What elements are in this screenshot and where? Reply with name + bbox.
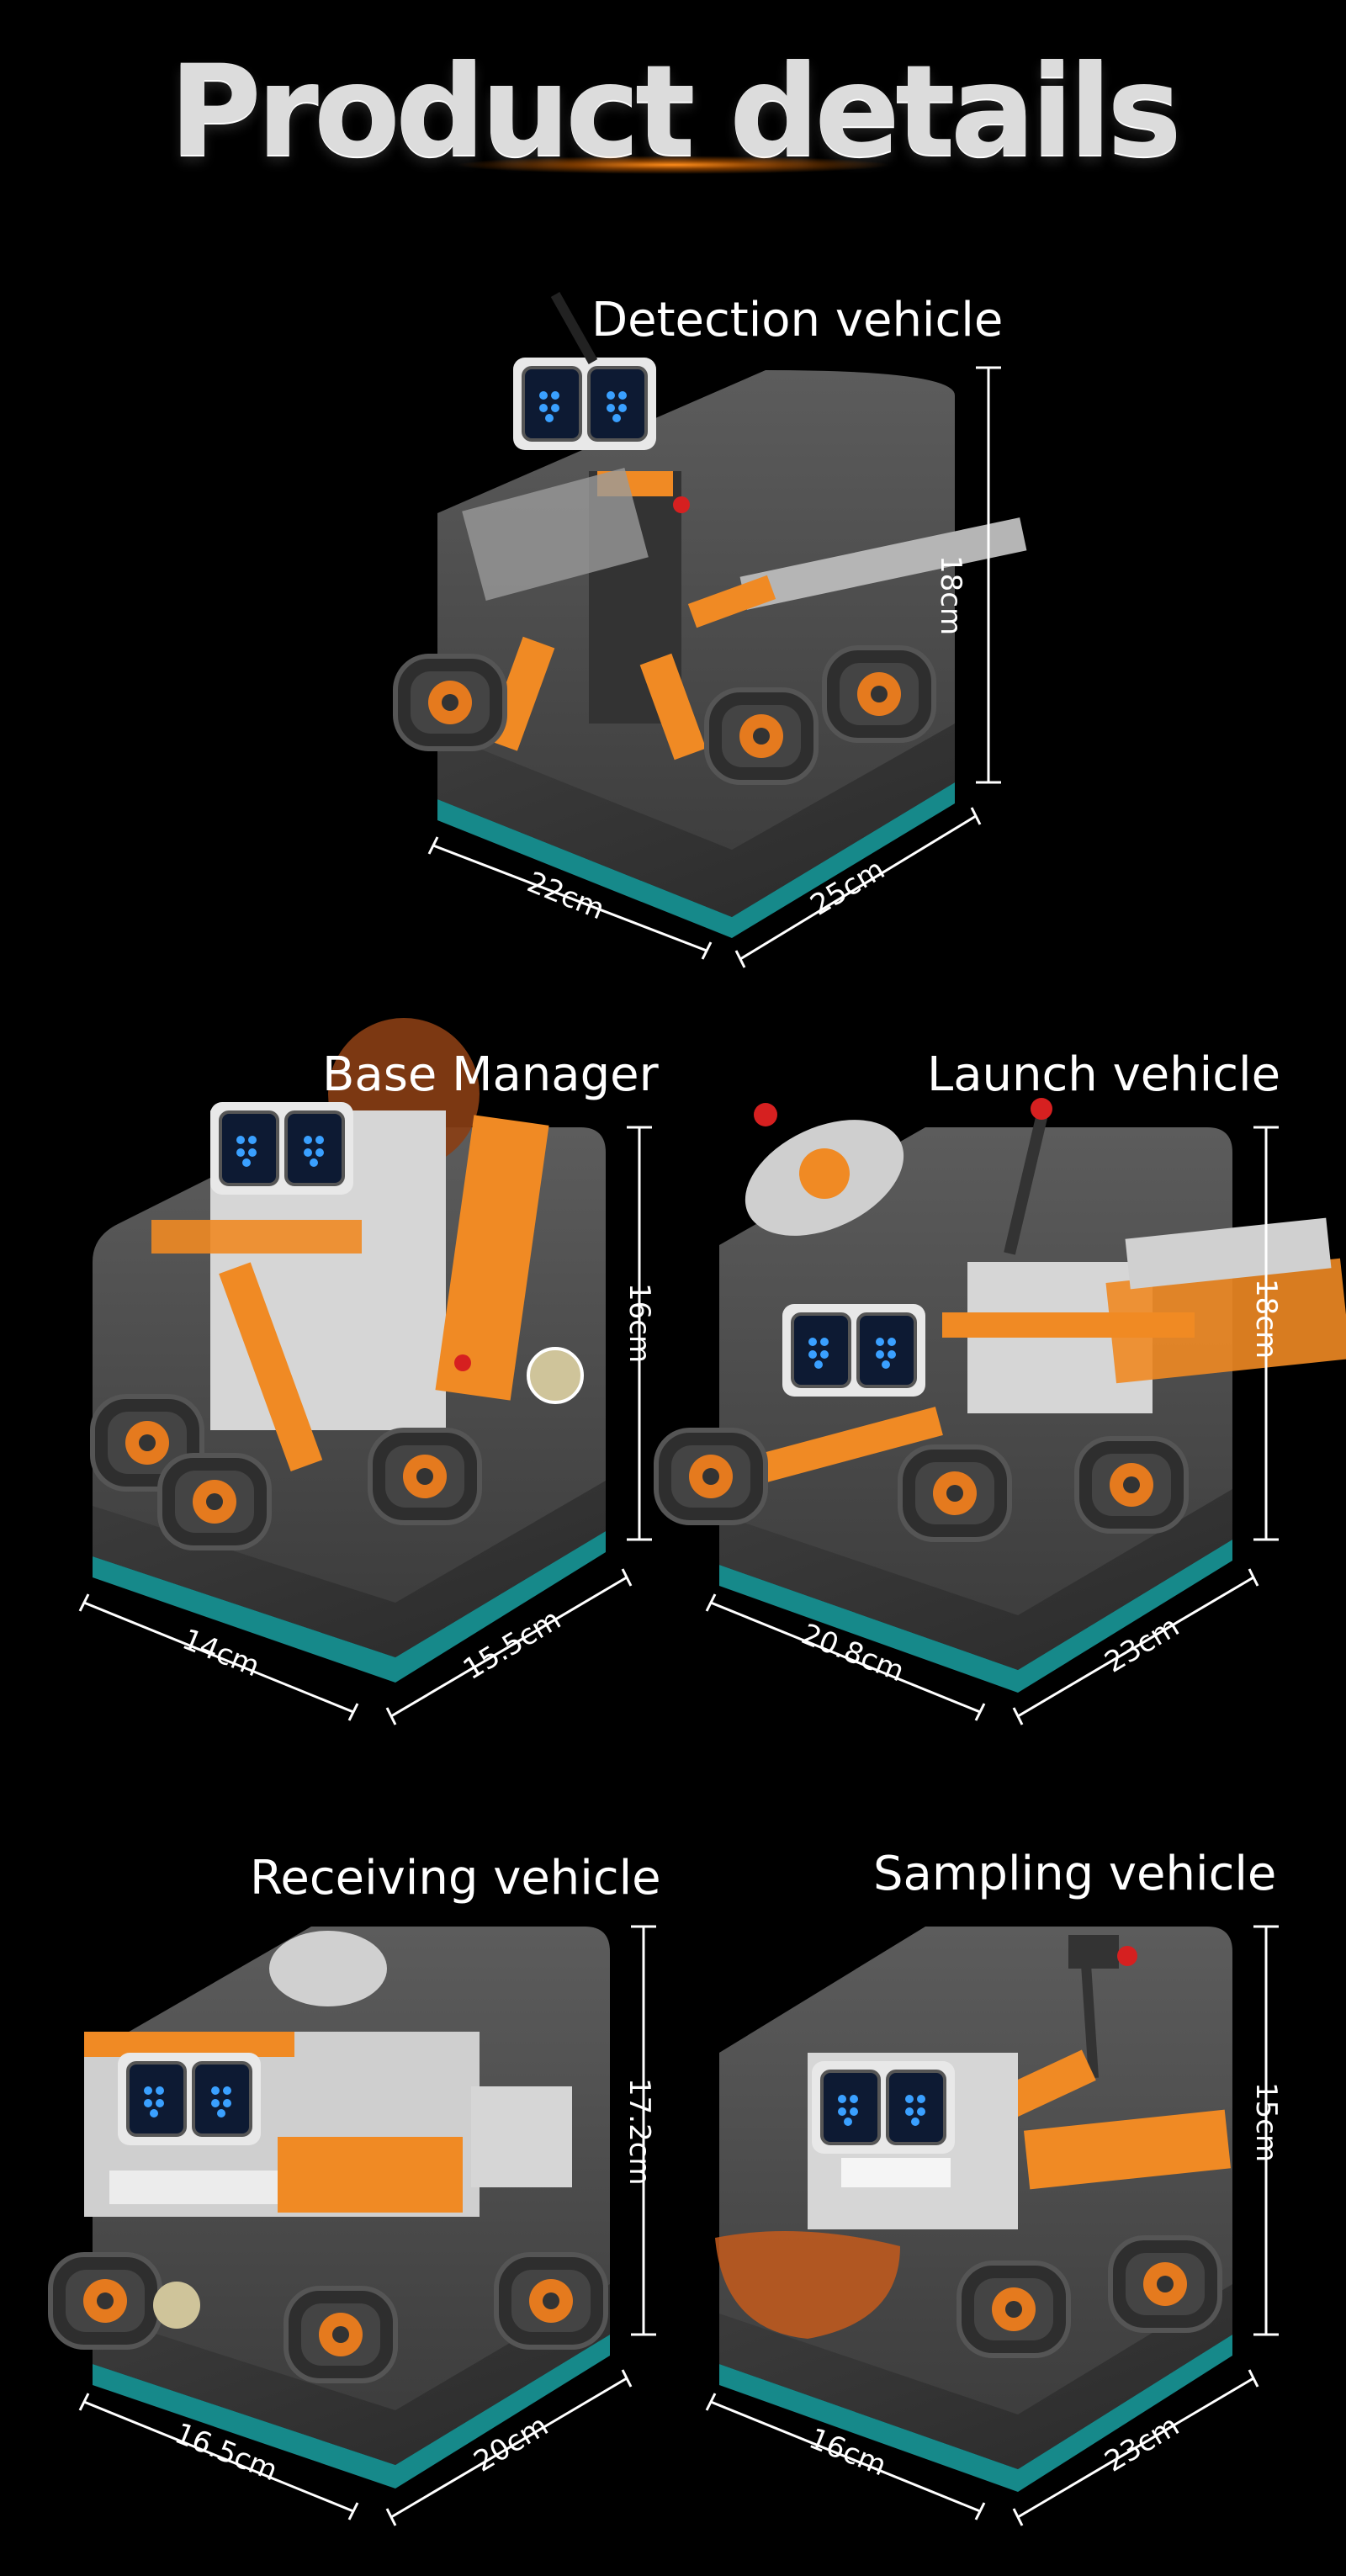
height-launch: 18cm bbox=[1249, 1279, 1283, 1360]
page-title: Product details bbox=[168, 39, 1182, 185]
vehicle-name-launch: Launch vehicle bbox=[927, 1047, 1281, 1102]
vehicle-name-sampling: Sampling vehicle bbox=[873, 1847, 1277, 1901]
launch-vehicle-illustration bbox=[656, 1098, 1346, 1725]
sampling-vehicle-illustration bbox=[705, 1925, 1279, 2526]
vehicle-name-detection: Detection vehicle bbox=[591, 293, 1004, 347]
title-glow-decoration bbox=[454, 156, 892, 174]
height-base-manager: 16cm bbox=[623, 1283, 656, 1364]
detection-vehicle-illustration bbox=[395, 292, 1027, 968]
height-receiving: 17.2cm bbox=[623, 2078, 656, 2186]
base-manager-illustration bbox=[78, 1018, 652, 1725]
vehicle-name-base-manager: Base Manager bbox=[322, 1047, 659, 1102]
receiving-vehicle-illustration bbox=[50, 1925, 656, 2526]
height-sampling: 15cm bbox=[1249, 2082, 1283, 2163]
vehicle-name-receiving: Receiving vehicle bbox=[250, 1851, 661, 1905]
height-detection: 18cm bbox=[934, 555, 967, 636]
